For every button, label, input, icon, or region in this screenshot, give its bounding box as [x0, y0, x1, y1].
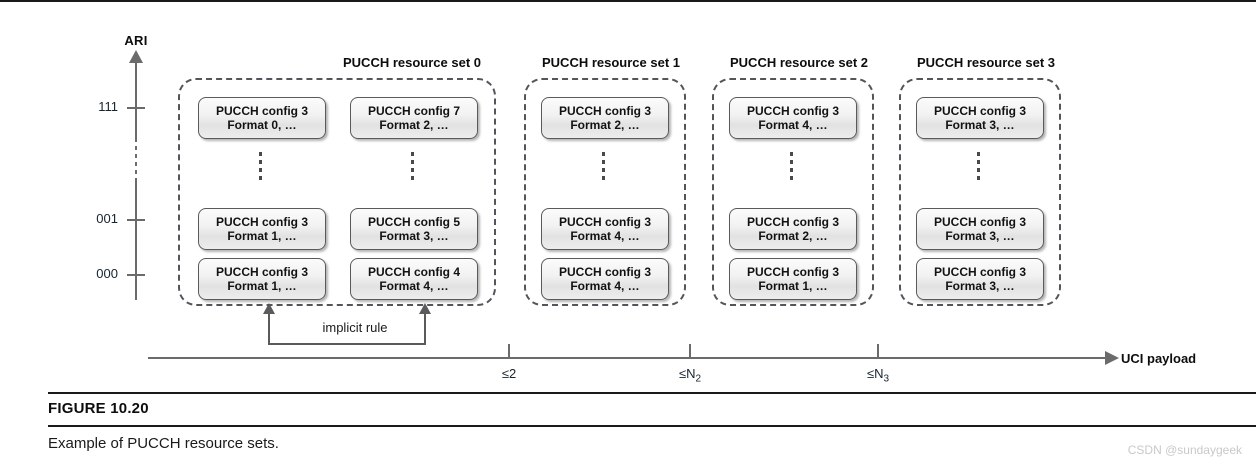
page-top-rule [0, 0, 1256, 2]
implicit-rule-arrow-right-icon [419, 303, 431, 314]
resource-set-title-0: PUCCH resource set 0 [343, 55, 481, 70]
pucch-config-format: Format 3, … [379, 229, 449, 243]
pucch-config-name: PUCCH config 3 [215, 264, 308, 279]
pucch-config-format: Format 1, … [758, 279, 828, 293]
pucch-config-name: PUCCH config 3 [746, 103, 839, 118]
pucch-config-format: Format 2, … [570, 118, 640, 132]
ari-axis-arrow-icon [129, 50, 143, 63]
caption-rule-top [48, 392, 1256, 394]
pucch-config-format: Format 0, … [227, 118, 297, 132]
pucch-config-name: PUCCH config 7 [367, 103, 460, 118]
implicit-rule-base [268, 343, 426, 345]
resource-set-container-1 [524, 78, 686, 306]
ari-axis-break-dots [135, 146, 137, 174]
figure-number: FIGURE 10.20 [48, 400, 149, 417]
resource-set-title-1: PUCCH resource set 1 [542, 55, 680, 70]
uci-tick-label-2: ≤N3 [866, 366, 890, 385]
ari-tick-label-1: 001 [96, 211, 118, 226]
pucch-config-format: Format 4, … [570, 229, 640, 243]
resource-set-container-3 [899, 78, 1061, 306]
ari-tick-mark-1 [127, 219, 145, 221]
ari-tick-mark-0 [127, 107, 145, 109]
pucch-config-format: Format 2, … [379, 118, 449, 132]
pucch-config-name: PUCCH config 3 [215, 214, 308, 229]
ari-tick-label-0: 111 [98, 99, 118, 114]
implicit-rule-stem-right [424, 313, 426, 345]
resource-set-container-0 [178, 78, 496, 306]
resource-set-2-column-0-ellipsis [790, 152, 793, 182]
ari-axis-line-upper [135, 60, 137, 142]
pucch-config-name: PUCCH config 3 [558, 103, 651, 118]
resource-set-3-column-0-ellipsis [977, 152, 980, 182]
pucch-config-name: PUCCH config 4 [367, 264, 460, 279]
pucch-config-format: Format 4, … [570, 279, 640, 293]
pucch-config-name: PUCCH config 3 [215, 103, 308, 118]
pucch-config-name: PUCCH config 3 [558, 214, 651, 229]
pucch-config-name: PUCCH config 3 [933, 103, 1026, 118]
pucch-config-format: Format 4, … [379, 279, 449, 293]
pucch-config-name: PUCCH config 3 [933, 214, 1026, 229]
resource-set-container-2 [712, 78, 874, 306]
caption-rule-middle [48, 425, 1256, 427]
ari-axis-line-lower [135, 178, 137, 300]
ari-tick-mark-2 [127, 274, 145, 276]
resource-set-0-column-1-ellipsis [411, 152, 414, 182]
pucch-config-format: Format 1, … [227, 229, 297, 243]
figure-caption: Example of PUCCH resource sets. [48, 435, 279, 452]
ari-axis-label: ARI [124, 33, 148, 48]
uci-tick-label-1: ≤N2 [678, 366, 702, 385]
resource-set-title-2: PUCCH resource set 2 [730, 55, 868, 70]
pucch-config-format: Format 2, … [758, 229, 828, 243]
uci-tick-mark-2 [877, 344, 879, 359]
pucch-config-format: Format 1, … [227, 279, 297, 293]
pucch-config-format: Format 3, … [945, 229, 1015, 243]
resource-set-0-column-0-ellipsis [259, 152, 262, 182]
implicit-rule-arrow-left-icon [263, 303, 275, 314]
pucch-config-name: PUCCH config 3 [933, 264, 1026, 279]
pucch-config-name: PUCCH config 5 [367, 214, 460, 229]
implicit-rule-stem-left [268, 313, 270, 345]
uci-tick-mark-1 [689, 344, 691, 359]
watermark: CSDN @sundaygeek [1127, 443, 1242, 457]
ari-tick-label-2: 000 [96, 266, 118, 281]
uci-tick-mark-0 [508, 344, 510, 359]
uci-axis-arrow-icon [1105, 351, 1119, 365]
uci-axis-line [148, 357, 1111, 359]
pucch-config-name: PUCCH config 3 [558, 264, 651, 279]
pucch-config-name: PUCCH config 3 [746, 214, 839, 229]
pucch-config-format: Format 3, … [945, 279, 1015, 293]
uci-axis-label: UCI payload [1121, 351, 1197, 366]
pucch-config-format: Format 4, … [758, 118, 828, 132]
resource-set-title-3: PUCCH resource set 3 [917, 55, 1055, 70]
implicit-rule-label: implicit rule [286, 320, 424, 335]
uci-tick-label-0: ≤2 [501, 366, 517, 381]
pucch-config-name: PUCCH config 3 [746, 264, 839, 279]
resource-set-1-column-0-ellipsis [602, 152, 605, 182]
pucch-config-format: Format 3, … [945, 118, 1015, 132]
